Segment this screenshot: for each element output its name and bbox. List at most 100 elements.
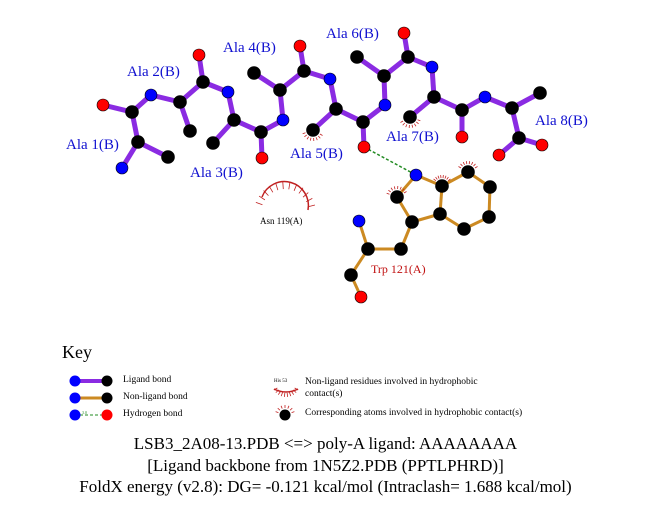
- hydrophobic-contact-mark: [417, 119, 421, 122]
- nitrogen-atom: [425, 60, 439, 74]
- nitrogen-atom: [378, 98, 392, 112]
- carbon-atom: [196, 75, 210, 89]
- hydrophobic-contact-mark: [474, 166, 478, 169]
- key-hbond-distance: 3.0: [82, 410, 87, 415]
- key-ligand-bond-label: Ligand bond: [123, 375, 172, 385]
- key-hydrophobic-atom-icon: [279, 409, 291, 421]
- carbon-atom: [455, 103, 469, 117]
- key-hydrophobic-atom-mark: [291, 411, 295, 413]
- asn119-hydrophobic-spoke: [275, 183, 279, 191]
- asn119-hydrophobic-spoke: [288, 182, 291, 190]
- carbon-atom: [427, 90, 441, 104]
- carbon-atom: [254, 125, 268, 139]
- key-nonligand-bond-label: Non-ligand bond: [123, 392, 188, 402]
- key-hydrogen-atom: [101, 409, 113, 421]
- carbon-atom: [361, 242, 375, 256]
- key-hydrophobic-spoke: [277, 391, 281, 395]
- key-nonligand-hydrophobic-line1: Non-ligand residues involved in hydropho…: [305, 377, 478, 387]
- asn119-hydrophobic-spoke: [255, 202, 263, 206]
- residue-label-ala3: Ala 3(B): [190, 165, 243, 181]
- carbon-atom: [461, 165, 475, 179]
- key-nonligand-atom: [101, 392, 113, 404]
- hydrogen-bond: [363, 146, 417, 176]
- hydrophobic-contact-mark: [460, 163, 463, 167]
- hydrophobic-contact-mark: [401, 188, 405, 192]
- caption-line3: FoldX energy (v2.8): DG= -0.121 kcal/mol…: [79, 477, 572, 496]
- asn119-hydrophobic-spoke: [308, 204, 316, 208]
- hydrophobic-contact-mark: [315, 137, 318, 141]
- hydrophobic-contact-mark: [302, 132, 306, 135]
- hydrophobic-contact-mark: [411, 124, 414, 128]
- hydrophobic-contact-mark: [416, 121, 419, 125]
- key-nonligand-hydrophobic-line2: contact(s): [305, 389, 343, 399]
- asn119-hydrophobic-spoke: [298, 187, 304, 194]
- key-hydrophobic-spoke: [280, 392, 283, 397]
- carbon-atom: [125, 105, 139, 119]
- key-hydrophobic-spoke: [292, 389, 297, 393]
- hydrophobic-contact-mark: [400, 120, 404, 123]
- key-title: Key: [62, 342, 92, 362]
- carbon-atom: [344, 268, 358, 282]
- nitrogen-atom: [115, 161, 129, 175]
- caption-line1: LSB3_2A08-13.PDB <=> poly-A ligand: AAAA…: [133, 434, 518, 453]
- hydrophobic-contact-mark: [402, 122, 406, 126]
- key-ligand-atom: [69, 375, 81, 387]
- hydrophobic-contact-mark: [435, 176, 438, 180]
- key-hydrophobic-atom-mark: [287, 405, 290, 409]
- oxygen-atom: [455, 130, 469, 144]
- residue-label-ala5: Ala 5(B): [290, 146, 343, 162]
- carbon-atom: [533, 86, 547, 100]
- carbon-atom: [394, 242, 408, 256]
- hydrophobic-contact-mark: [447, 178, 451, 182]
- carbon-atom: [483, 180, 497, 194]
- asn119-hydrophobic-spoke: [268, 186, 274, 193]
- key-hydrophobic-arc-icon: [273, 388, 299, 393]
- nitrogen-atom: [323, 72, 337, 86]
- key-his-sample: His 53: [274, 379, 288, 384]
- residue-label-ala2: Ala 2(B): [127, 64, 180, 80]
- hydrophobic-contact-mark: [304, 134, 307, 138]
- key-hydrophobic-atom-mark: [280, 405, 283, 409]
- asn119-hydrophobic-spoke: [305, 198, 313, 203]
- carbon-atom: [306, 123, 320, 137]
- residue-label-trp121: Trp 121(A): [371, 262, 426, 276]
- asn119-hydrophobic-spoke: [258, 195, 266, 201]
- key-hydrophobic-spoke: [275, 389, 280, 393]
- carbon-atom: [435, 179, 449, 193]
- nitrogen-atom: [352, 214, 366, 228]
- hydrophobic-contact-mark: [437, 175, 440, 179]
- carbon-atom: [350, 50, 364, 64]
- hydrophobic-contact-mark: [306, 136, 309, 140]
- carbon-atom: [457, 222, 471, 236]
- oxygen-atom: [492, 148, 506, 162]
- key-hydrophobic-spoke: [289, 392, 292, 397]
- carbon-atom: [206, 136, 220, 150]
- nitrogen-atom: [478, 90, 492, 104]
- hydrophobic-contact-mark: [471, 161, 474, 165]
- carbon-atom: [403, 110, 417, 124]
- carbon-atom: [173, 95, 187, 109]
- hydrophobic-contact-mark: [399, 186, 402, 190]
- carbon-atom: [131, 135, 145, 149]
- asn119-hydrophobic-arc: [261, 180, 310, 211]
- carbon-atom: [297, 64, 311, 78]
- hydrophobic-contact-mark: [462, 161, 465, 165]
- caption-line2: [Ligand backbone from 1N5Z2.PDB (PPTLPHR…: [147, 456, 504, 475]
- key-hydrophobic-atom-mark: [275, 411, 279, 413]
- key-hydrophobic-spoke: [291, 391, 295, 395]
- key-ligand-atom: [101, 375, 113, 387]
- carbon-atom: [183, 124, 197, 138]
- oxygen-atom: [255, 151, 269, 165]
- nitrogen-atom: [409, 168, 423, 182]
- residue-label-asn119: Asn 119(A): [260, 216, 303, 226]
- hydrophobic-contact-mark: [319, 133, 323, 136]
- key-corresponding-atoms-label: Corresponding atoms involved in hydropho…: [305, 408, 523, 418]
- carbon-atom: [390, 190, 404, 204]
- carbon-atom: [512, 131, 526, 145]
- oxygen-atom: [535, 138, 549, 152]
- carbon-atom: [329, 102, 343, 116]
- carbon-atom: [482, 210, 496, 224]
- carbon-atom: [405, 215, 419, 229]
- hydrophobic-contact-mark: [393, 186, 396, 190]
